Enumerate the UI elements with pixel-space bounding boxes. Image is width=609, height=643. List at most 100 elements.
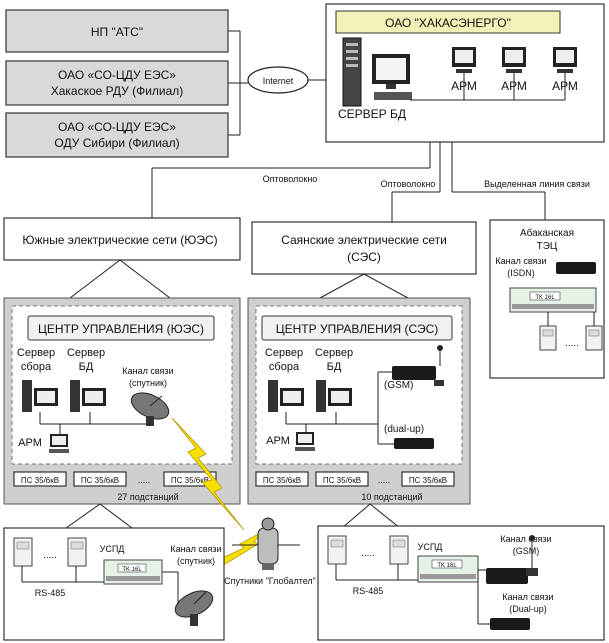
south-substation-1: ПС 35/6кВ [13, 471, 67, 487]
sayan-network-box: Саянские электрические сети (СЭС) [251, 221, 477, 275]
br-dialup-modem-icon [490, 618, 530, 630]
sayan-server-bd-icon [316, 380, 352, 412]
sayan-gsm-modem-icon [392, 345, 444, 386]
org-box-odu-siberia: ОАО «СО-ЦДУ ЕЭС» ОДУ Сибири (Филиал) [5, 112, 229, 158]
south-server1-line1: Сервер [17, 347, 55, 359]
sayan-substation-3-label: ПС 35/6кВ [409, 476, 447, 485]
org-connectors [228, 30, 248, 136]
abakan-meter-2 [585, 325, 603, 351]
internet-label: Internet [263, 76, 294, 86]
south-substation-1-label: ПС 35/6кВ [21, 476, 59, 485]
br-dialup-line1: Канал связи [502, 592, 553, 602]
br-uspd-label: УСПД [418, 542, 443, 552]
sayan-substation-2-label: ПС 35/6кВ [323, 476, 361, 485]
south-server-bd-icon [70, 380, 106, 412]
fiber-right-label: Оптоволокно [381, 179, 436, 189]
org-box-khakas-rdu: ОАО «СО-ЦДУ ЕЭС» Хакаское РДУ (Филиал) [5, 60, 229, 106]
south-network-label: Южные электрические сети (ЮЭС) [22, 233, 217, 247]
org-box-odu-siberia-line1: ОАО «СО-ЦДУ ЕЭС» [58, 120, 176, 134]
org-box-odu-siberia-line2: ОДУ Сибири (Филиал) [54, 136, 179, 150]
abakan-line2: ТЭЦ [537, 241, 558, 252]
br-dialup-line2: (Dual-up) [509, 604, 547, 614]
sayan-substation-1-label: ПС 35/6кВ [263, 476, 301, 485]
south-substation-2: ПС 35/6кВ [73, 471, 127, 487]
org-box-ats: НП "АТС" [5, 9, 229, 53]
fiber-left-label: Оптоволокно [263, 174, 318, 184]
org-box-khakas-rdu-line2: Хакаское РДУ (Филиал) [51, 84, 184, 98]
sayan-server1-line2: сбора [269, 361, 300, 373]
sayan-network-line1: Саянские электрические сети [281, 233, 447, 247]
sayan-dialup-modem-icon [394, 438, 434, 449]
br-gsm-line2: (GSM) [513, 546, 540, 556]
sayan-server2-line1: Сервер [315, 347, 353, 359]
bl-satellite-dish-icon [174, 590, 214, 626]
bl-channel-line1: Канал связи [170, 544, 221, 554]
south-server1-line2: сбора [21, 361, 52, 373]
abakan-meters: ..... [539, 312, 603, 351]
south-server2-line2: БД [79, 361, 94, 373]
sayan-substation-3: ПС 35/6кВ [401, 471, 455, 487]
abakan-ellipsis: ..... [565, 338, 579, 349]
south-server2-line1: Сервер [67, 347, 105, 359]
hq-server-label: СЕРВЕР БД [338, 107, 406, 121]
hq-arm-3: АРМ [552, 47, 578, 93]
panel-connectors [69, 259, 409, 299]
sayan-substation-ellipsis: ..... [378, 475, 391, 485]
abakan-box: Абаканская ТЭЦ Канал связи (ISDN) TK 16L… [489, 219, 605, 379]
south-substation-count: 27 подстанций [117, 492, 178, 502]
sayan-arm-icon [295, 432, 315, 451]
sayan-server2-line2: БД [327, 361, 342, 373]
hq-links [151, 142, 546, 222]
bottom-right-box: ..... RS-485 УСПД TK 16L Канал связи (GS… [317, 525, 605, 641]
org-box-ats-label: НП "АТС" [91, 25, 143, 39]
sayan-arm-label: АРМ [266, 435, 290, 447]
br-meter-1 [327, 535, 347, 565]
bl-rs485: RS-485 [35, 588, 66, 598]
abakan-channel-line2: (ISDN) [507, 268, 535, 278]
br-uspd-device: TK 16L [417, 555, 479, 583]
sayan-server-sbora-icon [268, 380, 304, 412]
south-arm-icon [49, 434, 69, 453]
sayan-center-panel: ЦЕНТР УПРАВЛЕНИЯ (СЭС) Сервер сбора Серв… [247, 297, 471, 505]
abakan-uspd-label: TK 16L [535, 295, 555, 301]
sayan-center-title: ЦЕНТР УПРАВЛЕНИЯ (СЭС) [276, 322, 439, 336]
south-channel-line2: (спутник) [129, 378, 167, 388]
south-substation-2-label: ПС 35/6кВ [81, 476, 119, 485]
abakan-modem-icon [556, 262, 596, 274]
abakan-uspd-device: TK 16L [509, 287, 597, 313]
sayan-dialup-label: (dual-up) [384, 424, 424, 435]
south-substation-ellipsis: ..... [138, 475, 151, 485]
bl-ellipsis: ..... [43, 550, 57, 561]
south-substation-3-label: ПС 35/6кВ [171, 476, 209, 485]
br-rs485: RS-485 [353, 586, 384, 596]
hq-server-icon [342, 37, 362, 107]
sayan-substation-2: ПС 35/6кВ [315, 471, 369, 487]
south-channel-line1: Канал связи [122, 366, 173, 376]
bl-meter-2 [67, 537, 87, 567]
sayan-gsm-label: (GSM) [384, 380, 413, 391]
abakan-line1: Абаканская [520, 227, 574, 239]
bottom-left-box: ..... RS-485 УСПД TK 16L Канал связи (сп… [3, 527, 225, 641]
south-server-sbora-icon [22, 380, 58, 412]
south-satellite-dish-icon [130, 392, 170, 426]
south-network-box: Южные электрические сети (ЮЭС) [3, 217, 241, 261]
hq-monitor-icon [372, 54, 412, 100]
bl-meter-1 [13, 537, 33, 567]
br-gsm-line1: Канал связи [500, 534, 551, 544]
bl-uspd-device-label: TK 16L [122, 567, 142, 573]
br-gsm-modem-icon [486, 535, 538, 584]
org-box-khakas-rdu-line1: ОАО «СО-ЦДУ ЕЭС» [58, 68, 176, 82]
sayan-network-line2: (СЭС) [347, 250, 381, 264]
sayan-substation-count: 10 подстанций [361, 492, 422, 502]
bl-uspd-device: TK 16L [103, 559, 163, 585]
satellite-icon [232, 517, 300, 570]
abakan-meter-1 [539, 325, 557, 351]
abakan-channel-line1: Канал связи [495, 256, 546, 266]
south-center-title: ЦЕНТР УПРАВЛЕНИЯ (ЮЭС) [38, 322, 204, 336]
br-ellipsis: ..... [361, 548, 375, 559]
satellite-label: Спутники "Глобалтел" [224, 576, 316, 586]
hq-arm-2: АРМ [501, 47, 527, 93]
bottom-connectors [65, 503, 401, 529]
br-meter-2 [389, 535, 409, 565]
